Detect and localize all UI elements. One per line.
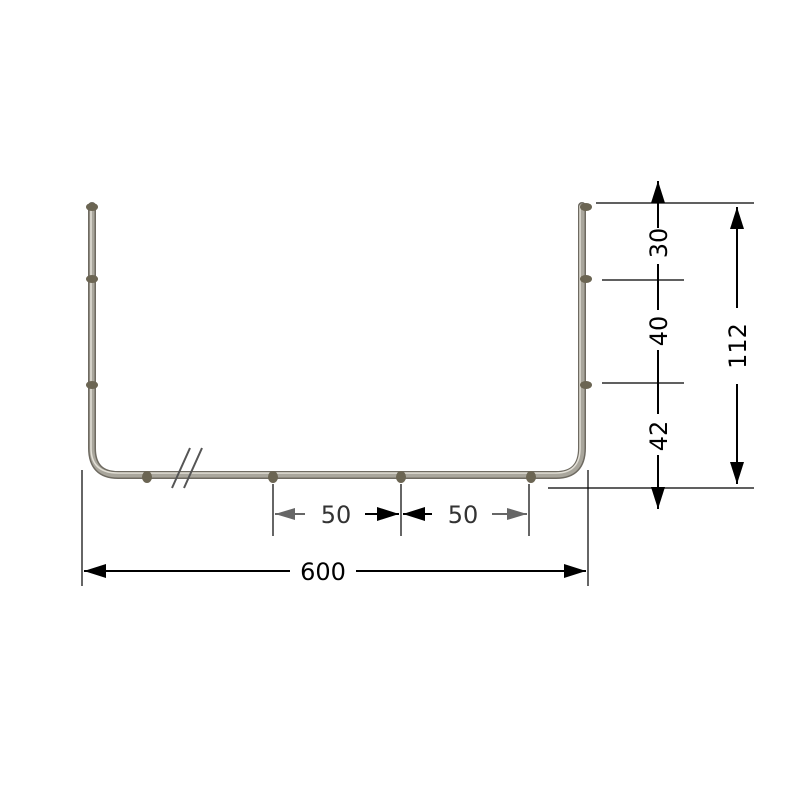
weld-base-1 [142,471,152,483]
weld-left-lower [86,381,98,389]
dimension-spacing-right-50: 50 [403,501,527,529]
dimension-height-middle-label: 40 [645,316,673,347]
dimension-width-600: 600 [84,558,586,586]
dimension-spacing-left-label: 50 [321,501,352,529]
tray-profile [86,202,592,489]
dimension-height-top-label: 30 [645,228,673,259]
weld-base-3 [396,471,406,483]
tray-wire-highlight [90,205,581,474]
weld-right-top [580,203,592,211]
tray-wire [89,203,585,478]
weld-left-top [86,203,98,211]
dimension-width-label: 600 [300,558,346,586]
dimension-height-total-label: 112 [724,323,752,369]
extension-lines [81,202,754,586]
weld-right-lower [580,381,592,389]
weld-left-upper [86,275,98,283]
dimension-spacing-right-label: 50 [448,501,479,529]
dimension-height-112: 112 [724,207,752,484]
weld-base-4 [526,471,536,483]
dimension-height-bottom-label: 42 [645,421,673,452]
dimension-height-chain: 30 40 42 [645,181,673,509]
break-mark [171,447,203,489]
tray-wire-shadow [88,202,586,479]
weld-base-2 [268,471,278,483]
dimension-spacing-left-50: 50 [275,501,399,529]
weld-right-upper [580,275,592,283]
